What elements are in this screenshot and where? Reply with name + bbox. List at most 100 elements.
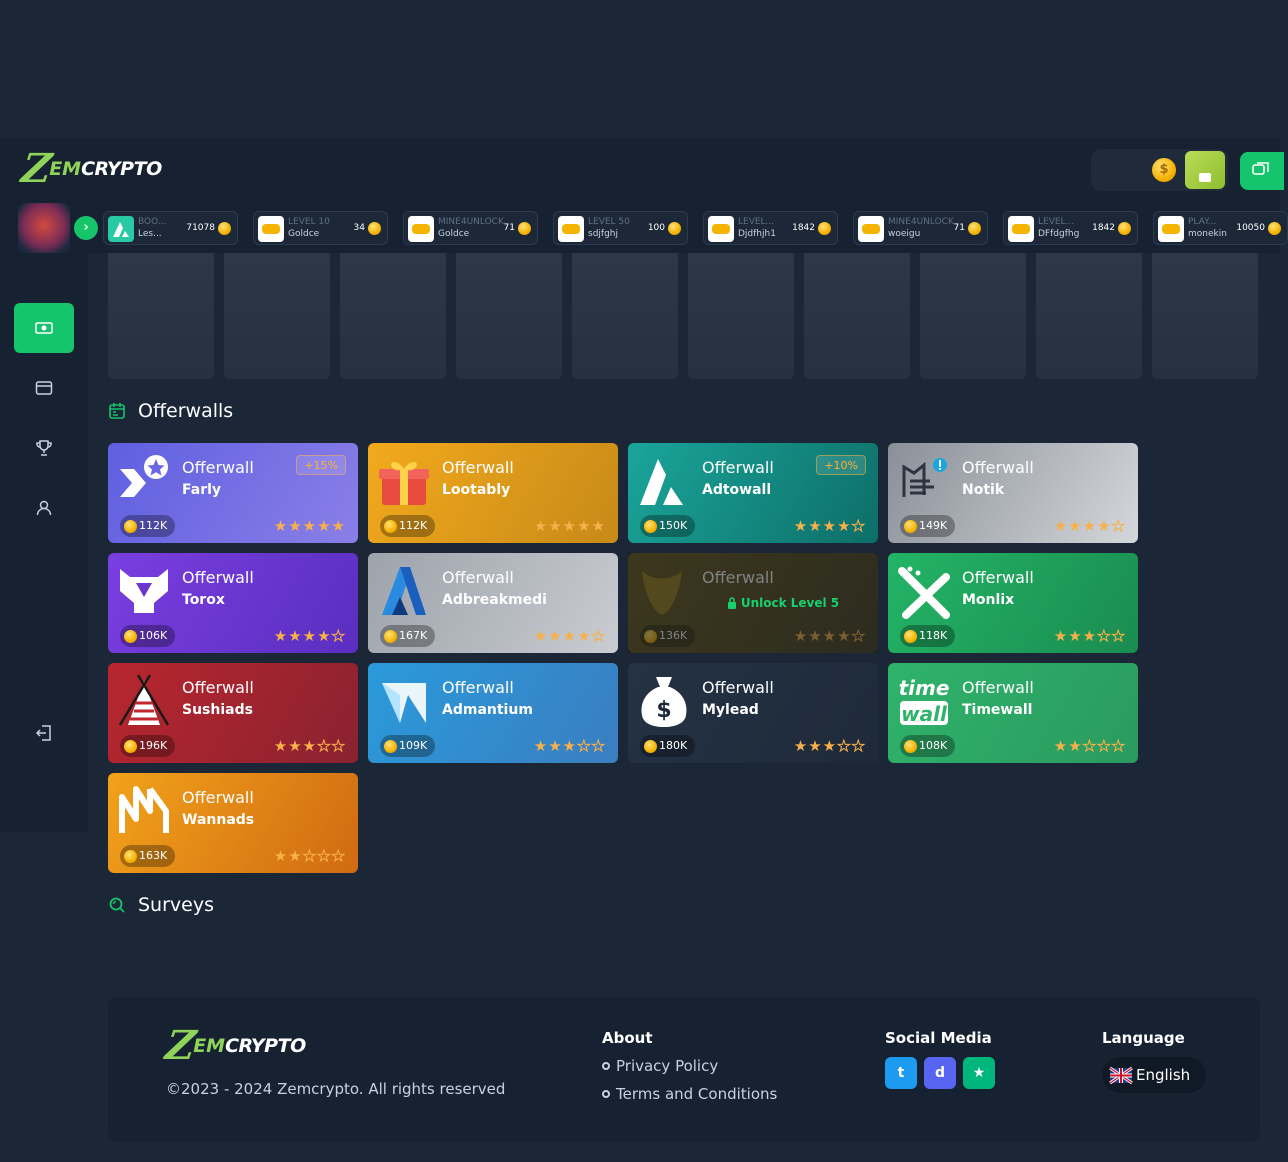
lootably-logo-icon (376, 453, 432, 509)
footer-logo[interactable]: Z em crypto (163, 1022, 306, 1069)
rating-stars: ★★★★★ (273, 517, 346, 535)
search-icon (109, 897, 125, 913)
ticker-item[interactable]: BOO...Les...71078 (103, 211, 238, 245)
trustpilot-icon[interactable]: ★ (963, 1057, 995, 1089)
offerwall-kind: Offerwall (442, 458, 514, 477)
coin-icon (384, 739, 397, 753)
notik-logo-icon (896, 453, 952, 509)
zemcrypto-logo[interactable]: Z em crypto (19, 145, 162, 192)
privacy-policy-link[interactable]: Privacy Policy (602, 1057, 777, 1075)
offerwall-kind: Offerwall (182, 678, 254, 697)
unlock-level-text: Unlock Level 5 (740, 596, 840, 610)
glasses-icon (1008, 216, 1034, 242)
trophy-icon (36, 440, 52, 456)
rating-stars: ★★★★★ (533, 627, 606, 646)
coin-icon (124, 849, 137, 863)
coin-icon (904, 519, 917, 533)
adtowall-logo-icon (636, 453, 692, 509)
sidebar-item-rewards[interactable] (14, 423, 74, 473)
offerwall-kind: Offerwall (702, 678, 774, 697)
sidebar-item-earn[interactable] (14, 303, 74, 353)
sidebar-item-wallet[interactable] (14, 363, 74, 413)
rating-stars: ★★★★★ (533, 737, 606, 756)
offerwall-name: Wannads (182, 812, 255, 828)
ticker-toggle-button[interactable]: › (74, 216, 98, 240)
glasses-icon (858, 216, 884, 242)
ticker-username: sdjfghj (588, 229, 618, 239)
ticker-username: Goldce (288, 229, 320, 239)
logo-crypto: crypto (225, 1035, 306, 1057)
rating-stars: ★★★★★ (273, 847, 346, 866)
bullet-icon (602, 1062, 610, 1070)
ticker-username: Djdfhjh1 (738, 229, 776, 239)
language-selector[interactable]: English (1102, 1057, 1207, 1093)
twitter-icon[interactable]: t (885, 1057, 917, 1089)
wallet-icon (35, 381, 53, 395)
discord-icon[interactable]: d (924, 1057, 956, 1089)
terms-link[interactable]: Terms and Conditions (602, 1085, 777, 1103)
bonus-badge: +10% (816, 455, 866, 475)
rating-stars: ★★★★★ (273, 627, 346, 646)
offerwall-kind: Offerwall (182, 788, 254, 807)
ticker-offer-title: LEVEL 50 (588, 217, 630, 227)
offerwalls-heading: Offerwalls (108, 400, 233, 422)
completions-count: 118K (900, 625, 956, 647)
ticker-amount: 34 (353, 223, 365, 233)
completions-count: 150K (640, 515, 696, 537)
rating-stars: ★★★★★ (793, 517, 866, 536)
ticker-username: monekin (1188, 229, 1227, 239)
about-title: About (602, 1029, 653, 1047)
offer-placeholder (456, 253, 562, 379)
wallet-button[interactable] (1185, 151, 1225, 189)
cash-icon (35, 322, 53, 334)
offerwall-name: Mylead (702, 702, 759, 718)
coin-icon (124, 629, 137, 643)
sidebar-item-profile[interactable] (14, 483, 74, 533)
glasses-icon (408, 216, 434, 242)
mylead-logo-icon: $ (636, 673, 692, 729)
ticker-offer-title: PLAY... (1188, 217, 1217, 227)
ticker-username: Goldce (438, 229, 470, 239)
chat-button[interactable] (1240, 152, 1284, 190)
surveys-heading: Surveys (108, 894, 214, 916)
offerwall-kind: Offerwall (442, 568, 514, 587)
ticker-username: DFfdgfhg (1038, 229, 1080, 239)
coin-icon (124, 519, 137, 533)
avatar[interactable] (18, 203, 70, 253)
sidebar-item-logout[interactable] (14, 708, 74, 758)
completions-count: 108K (900, 735, 956, 757)
completions-count: 180K (640, 735, 696, 757)
completions-count: 163K (120, 845, 176, 867)
completions-count: 109K (380, 735, 436, 757)
offerwall-card-locked[interactable]: Offerwall136K★★★★★Unlock Level 5 (628, 553, 878, 653)
sushiads-logo-icon (116, 673, 172, 729)
offer-placeholder (688, 253, 794, 379)
offerwall-kind: Offerwall (182, 568, 254, 587)
logout-icon (35, 725, 51, 741)
ticker-amount: 1842 (1092, 223, 1115, 233)
coin-icon (668, 222, 681, 235)
top-banner-space (0, 0, 1280, 138)
completions-count: 112K (120, 515, 176, 537)
chat-icon (1252, 162, 1269, 175)
coin-icon (644, 519, 657, 533)
